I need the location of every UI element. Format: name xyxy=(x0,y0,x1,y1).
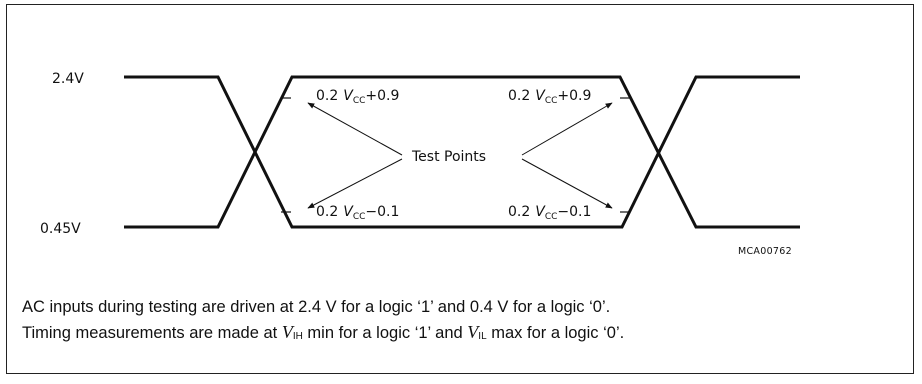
figure-frame xyxy=(6,4,914,374)
caption-line-2: Timing measurements are made at VIH min … xyxy=(22,322,625,342)
arrow-lower-left xyxy=(307,158,403,209)
level-low-label: 0.45V xyxy=(40,221,81,237)
arrow-upper-left xyxy=(307,102,403,156)
test-points-label: Test Points xyxy=(411,149,486,165)
caption-line-1: AC inputs during testing are driven at 2… xyxy=(22,298,611,316)
arrow-upper-right xyxy=(521,102,613,156)
figure-tag: MCA00762 xyxy=(738,246,792,257)
arrow-lower-right xyxy=(521,158,613,209)
waveform-low-start xyxy=(124,75,800,229)
level-high-label: 2.4V xyxy=(52,71,84,87)
waveform-high-start xyxy=(124,75,800,229)
caption: AC inputs during testing are driven at 2… xyxy=(22,295,902,349)
